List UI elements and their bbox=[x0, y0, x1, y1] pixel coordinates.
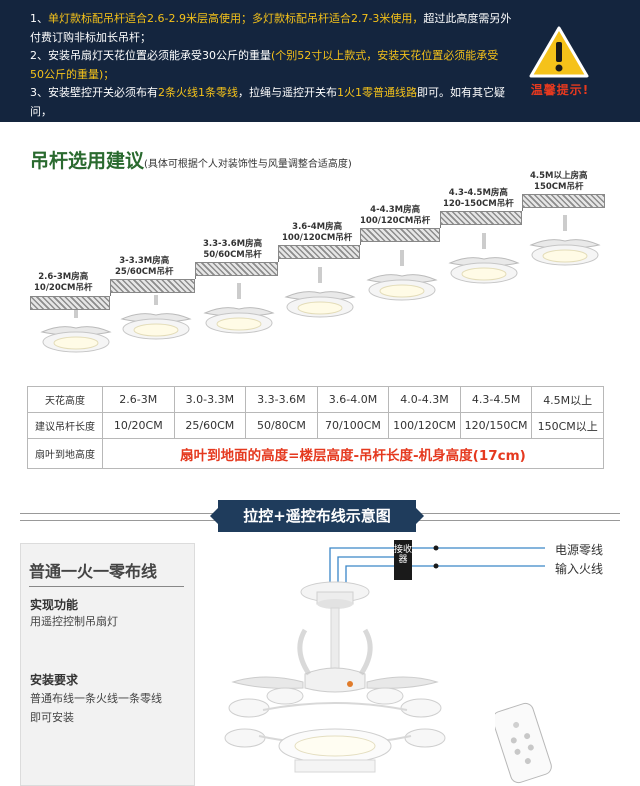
notice-line1-prefix: 1、 bbox=[30, 12, 48, 25]
wiring-box-divider bbox=[29, 586, 184, 587]
step-1-label: 2.6-3M房高 10/20CM吊杆 bbox=[34, 272, 92, 294]
rod-staircase: 2.6-3M房高 10/20CM吊杆 3-3.3M房高 25/60CM吊杆 3.… bbox=[0, 165, 640, 385]
step-5-label: 4-4.3M房高 100/120CM吊杆 bbox=[360, 205, 430, 227]
table-cell: 4.3-4.5M bbox=[459, 386, 533, 413]
requirement-line-1: 普通布线一条火线一条零线 bbox=[30, 692, 162, 705]
wiring-box-heading: 普通一火一零布线 bbox=[29, 562, 158, 581]
table-cell: 150CM以上 bbox=[531, 412, 604, 439]
notice-line6: 请咨询在线客服 bbox=[30, 123, 107, 136]
table-cell: 3.3-3.6M bbox=[245, 386, 318, 413]
warning-label: 温馨提示! bbox=[530, 83, 590, 97]
step-1-rod: 10/20CM吊杆 bbox=[34, 283, 93, 293]
table-cell: 50/80CM bbox=[245, 412, 318, 439]
step-6-label: 4.3-4.5M房高 120-150CM吊杆 bbox=[443, 188, 514, 210]
wiring-info-box: 普通一火一零布线 实现功能 用遥控控制吊扇灯 安装要求 普通布线一条火线一条零线… bbox=[20, 543, 195, 786]
table-cell: 120/150CM bbox=[459, 412, 533, 439]
table-cell: 4.5M以上 bbox=[531, 386, 604, 413]
step-6-rod: 120-150CM吊杆 bbox=[443, 199, 514, 209]
ceiling-fan-image bbox=[224, 581, 446, 773]
step-5-height: 4-4.3M房高 bbox=[370, 205, 421, 215]
rod-section-title: 吊杆选用建议(具体可根据个人对装饰性与风量调整合适高度) bbox=[30, 146, 352, 173]
step-4-rod: 100/120CM吊杆 bbox=[282, 233, 353, 243]
table-cell: 4.0-4.3M bbox=[388, 386, 461, 413]
notice-line5-d: 1火1零普通线路 bbox=[337, 86, 417, 99]
step-6-height: 4.3-4.5M房高 bbox=[448, 188, 508, 198]
step-2-label: 3-3.3M房高 25/60CM吊杆 bbox=[115, 256, 173, 278]
notice-line2: 付费订购非标加长吊杆； bbox=[30, 30, 151, 44]
step-4-height: 3.6-4M房高 bbox=[292, 222, 343, 232]
table-cell: 100/120CM bbox=[388, 412, 461, 439]
step-2-ceiling bbox=[110, 279, 195, 293]
receiver-box: 接收器 bbox=[394, 540, 412, 580]
warning-triangle-icon bbox=[529, 26, 589, 78]
fan-7-image bbox=[529, 215, 601, 266]
rod-length-table: 天花高度 2.6-3M 3.0-3.3M 3.3-3.6M 3.6-4.0M 4… bbox=[27, 386, 604, 469]
notice-line5-e: 即可。如有其它疑问， bbox=[30, 86, 505, 118]
step-7-label: 4.5M以上房高 150CM吊杆 bbox=[530, 171, 588, 193]
table-cell: 10/20CM bbox=[102, 412, 175, 439]
notice-line4-highlight: 50公斤的重量)； bbox=[30, 67, 115, 81]
fan-6-image bbox=[448, 233, 520, 284]
step-1-ceiling bbox=[30, 296, 110, 310]
step-6-ceiling bbox=[440, 211, 522, 225]
notice-line3-prefix: 2、安装吊扇灯天花位置必须能承受30公斤的重量 bbox=[30, 49, 271, 62]
step-3-label: 3.3-3.6M房高 50/60CM吊杆 bbox=[203, 239, 262, 261]
notice-banner: 1、单灯款标配吊杆适合2.6-2.9米层高使用；多灯款标配吊杆适合2.7-3米使… bbox=[0, 0, 640, 136]
requirement-title: 安装要求 bbox=[30, 673, 79, 687]
table-cell: 3.0-3.3M bbox=[173, 386, 247, 413]
function-title: 实现功能 bbox=[30, 598, 79, 612]
notice-line5-c: ，拉绳与遥控开关布 bbox=[238, 86, 337, 99]
step-3-rod: 50/60CM吊杆 bbox=[203, 250, 262, 260]
notice-line5-b: 2条火线1条零线 bbox=[158, 86, 238, 99]
requirement-text: 普通布线一条火线一条零线 即可安装 bbox=[30, 689, 162, 727]
step-2-rod: 25/60CM吊杆 bbox=[115, 267, 174, 277]
row-header-ceiling-height: 天花高度 bbox=[27, 386, 103, 413]
function-text: 用遥控控制吊扇灯 bbox=[30, 615, 118, 628]
fan-3-image bbox=[203, 283, 275, 334]
table-cell: 70/100CM bbox=[316, 412, 390, 439]
wiring-banner-title: 拉控+遥控布线示意图 bbox=[210, 500, 424, 532]
table-cell: 2.6-3M bbox=[102, 386, 175, 413]
notice-line5-a: 3、安装壁控开关必须布有 bbox=[30, 86, 158, 99]
step-4-label: 3.6-4M房高 100/120CM吊杆 bbox=[282, 222, 352, 244]
step-1-height: 2.6-3M房高 bbox=[38, 272, 89, 282]
live-wire-label: 输入火线 bbox=[555, 562, 604, 576]
neutral-wire-label: 电源零线 bbox=[555, 543, 604, 557]
notice-text: 1、单灯款标配吊杆适合2.6-2.9米层高使用；多灯款标配吊杆适合2.7-3米使… bbox=[30, 10, 520, 140]
table-row-rod-length: 建议吊杆长度 10/20CM 25/60CM 50/80CM 70/100CM … bbox=[27, 412, 604, 439]
table-row-ceiling-height: 天花高度 2.6-3M 3.0-3.3M 3.3-3.6M 3.6-4.0M 4… bbox=[27, 386, 604, 413]
blade-height-formula: 扇叶到地面的高度=楼层高度-吊杆长度-机身高度(17cm) bbox=[102, 438, 604, 469]
step-5-ceiling bbox=[360, 228, 440, 242]
rod-title-main: 吊杆选用建议 bbox=[30, 150, 145, 172]
step-7-height: 4.5M以上房高 bbox=[530, 171, 588, 181]
table-cell: 3.6-4.0M bbox=[316, 386, 390, 413]
fan-1-image bbox=[40, 310, 112, 353]
notice-line1-rest: 超过此高度需另外 bbox=[423, 12, 512, 25]
step-7-ceiling bbox=[522, 194, 605, 208]
step-3-height: 3.3-3.6M房高 bbox=[203, 239, 263, 249]
step-2-height: 3-3.3M房高 bbox=[119, 256, 170, 266]
row-header-blade-height: 扇叶到地高度 bbox=[27, 438, 103, 469]
fan-5-image bbox=[366, 250, 438, 301]
remote-control-image bbox=[495, 702, 552, 784]
notice-line1-highlight: 单灯款标配吊杆适合2.6-2.9米层高使用；多灯款标配吊杆适合2.7-3米使用， bbox=[48, 12, 424, 25]
step-7-rod: 150CM吊杆 bbox=[534, 182, 584, 192]
fan-2-image bbox=[120, 295, 192, 340]
wiring-lines bbox=[329, 545, 545, 593]
row-header-rod-length: 建议吊杆长度 bbox=[27, 412, 103, 439]
step-5-rod: 100/120CM吊杆 bbox=[360, 216, 431, 226]
table-row-blade-height: 扇叶到地高度 扇叶到地面的高度=楼层高度-吊杆长度-机身高度(17cm) bbox=[27, 438, 604, 469]
requirement-line-2: 即可安装 bbox=[30, 711, 74, 724]
warning-badge: 温馨提示! bbox=[520, 25, 600, 105]
step-3-ceiling bbox=[195, 262, 278, 276]
notice-line3-highlight: (个别52寸以上款式，安装天花位置必须能承受 bbox=[271, 49, 499, 62]
rod-title-sub: (具体可根据个人对装饰性与风量调整合适高度) bbox=[144, 159, 352, 170]
fan-4-image bbox=[284, 267, 356, 318]
step-4-ceiling bbox=[278, 245, 360, 259]
table-cell: 25/60CM bbox=[173, 412, 247, 439]
